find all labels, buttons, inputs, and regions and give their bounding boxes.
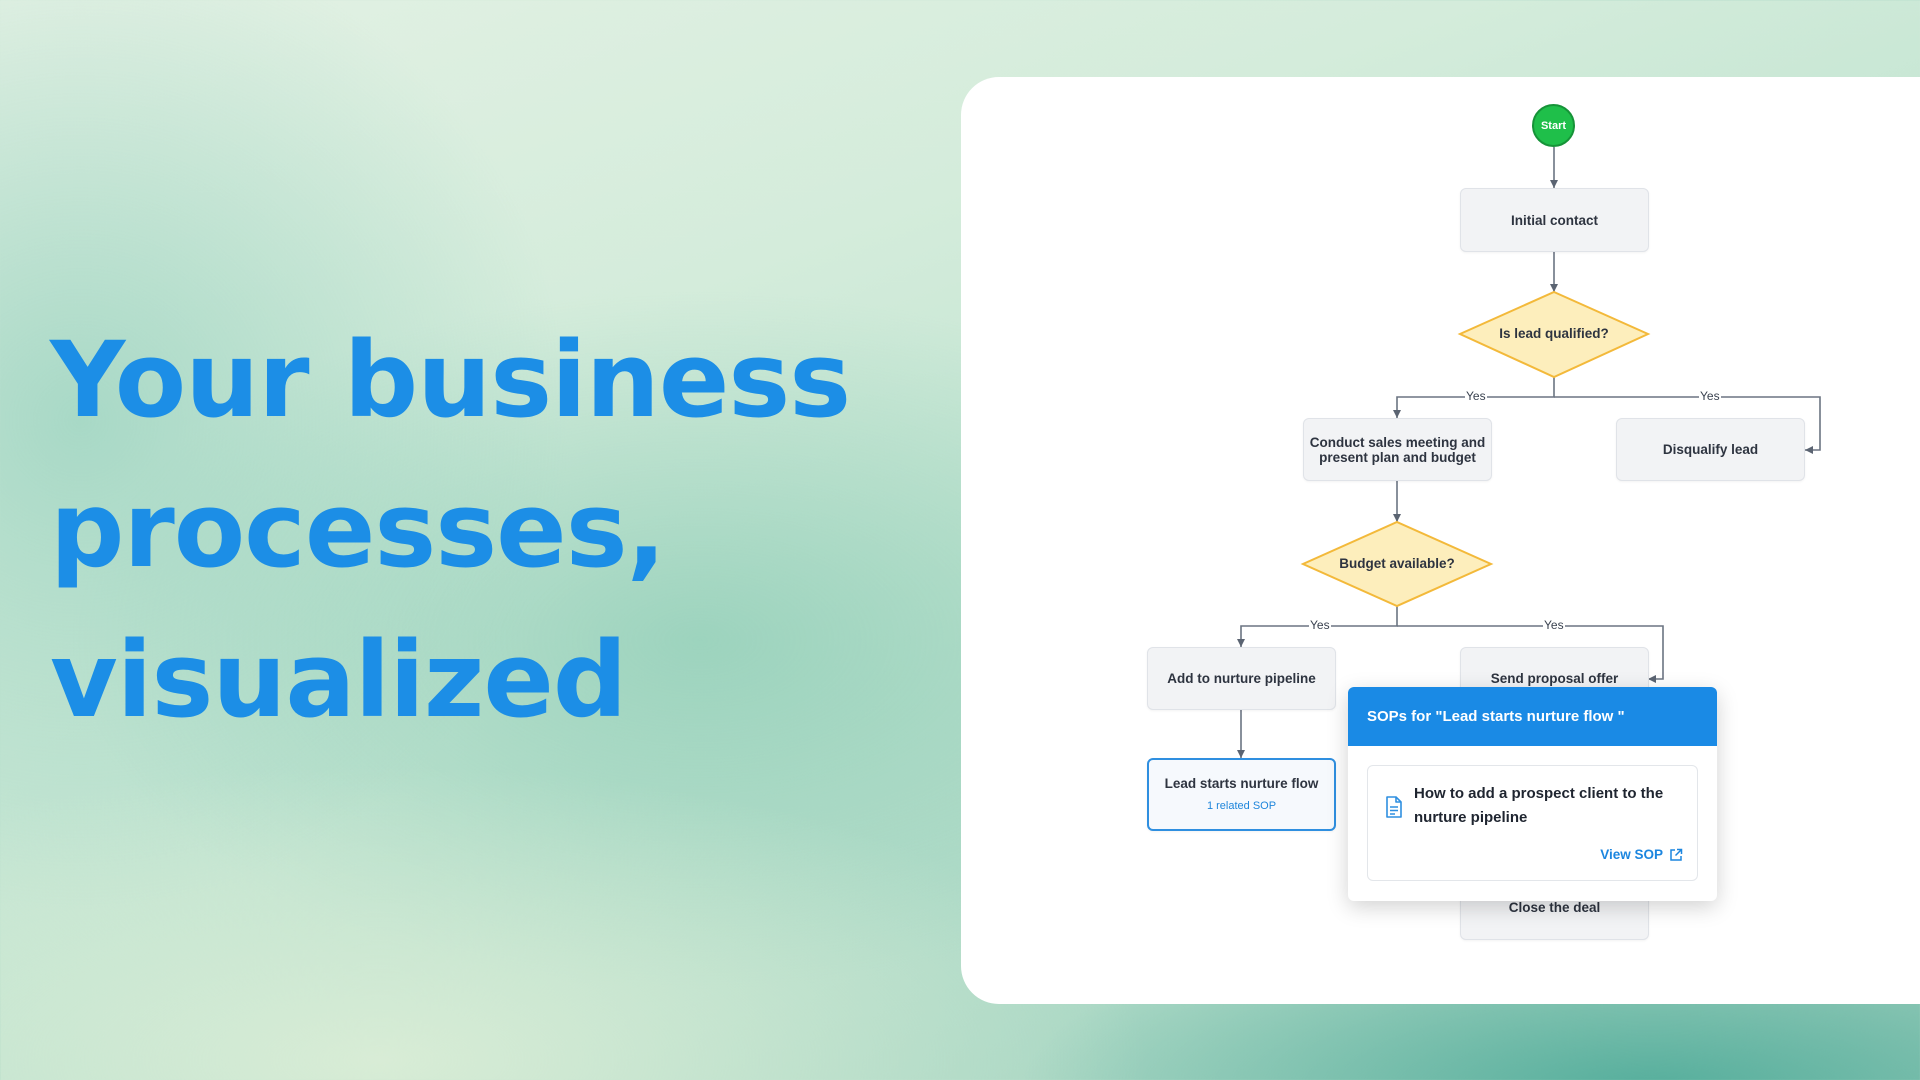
decision-budget-shape [1300, 520, 1494, 608]
node-conduct-meeting-line2: present plan and budget [1319, 449, 1476, 465]
node-add-to-nurture[interactable]: Add to nurture pipeline [1147, 647, 1336, 710]
start-node[interactable]: Start [1532, 104, 1575, 147]
node-disqualify-lead[interactable]: Disqualify lead [1616, 418, 1805, 481]
edge-qualified-disqualify [1554, 396, 1821, 454]
headline-line-2: processes, [50, 469, 666, 591]
node-lead-starts-nurture[interactable]: Lead starts nurture flow 1 related SOP [1147, 758, 1336, 831]
sop-card[interactable]: How to add a prospect client to the nurt… [1367, 765, 1698, 881]
related-sop-link[interactable]: 1 related SOP [1206, 799, 1277, 812]
sop-title: How to add a prospect client to the nurt… [1414, 785, 1664, 826]
node-initial-contact[interactable]: Initial contact [1460, 188, 1649, 252]
headline-line-1: Your business [50, 319, 851, 441]
edge-budget-proposal [1397, 625, 1664, 683]
node-initial-contact-label: Initial contact [1510, 212, 1598, 228]
external-link-icon [1670, 848, 1683, 861]
edge-label-yes-4: Yes [1543, 618, 1565, 632]
document-icon [1386, 796, 1402, 818]
decision-qualified-shape [1457, 290, 1651, 379]
view-sop-link[interactable]: View SOP [1600, 847, 1683, 862]
headline-line-3: visualized [50, 619, 627, 741]
decision-qualified-label[interactable]: Is lead qualified? [1499, 326, 1609, 341]
decision-budget-label[interactable]: Budget available? [1339, 556, 1455, 571]
node-close-deal-label: Close the deal [1508, 900, 1601, 915]
view-sop-label: View SOP [1600, 847, 1663, 862]
node-add-to-nurture-label: Add to nurture pipeline [1167, 671, 1316, 686]
headline: Your business processes, visualized [50, 305, 930, 755]
edge-label-yes-2: Yes [1699, 389, 1721, 403]
edge-label-yes-3: Yes [1309, 618, 1331, 632]
node-lead-starts-nurture-label: Lead starts nurture flow [1164, 775, 1319, 791]
node-conduct-meeting-line1: Conduct sales meeting and [1309, 434, 1486, 450]
node-send-proposal-label: Send proposal offer [1490, 671, 1619, 686]
edge-label-yes-1: Yes [1465, 389, 1487, 403]
node-disqualify-lead-label: Disqualify lead [1662, 442, 1759, 457]
sop-popup-header: SOPs for "Lead starts nurture flow " [1348, 687, 1717, 746]
sop-popup: SOPs for "Lead starts nurture flow " How… [1348, 687, 1717, 901]
node-conduct-meeting[interactable]: Conduct sales meeting and present plan a… [1303, 418, 1492, 481]
